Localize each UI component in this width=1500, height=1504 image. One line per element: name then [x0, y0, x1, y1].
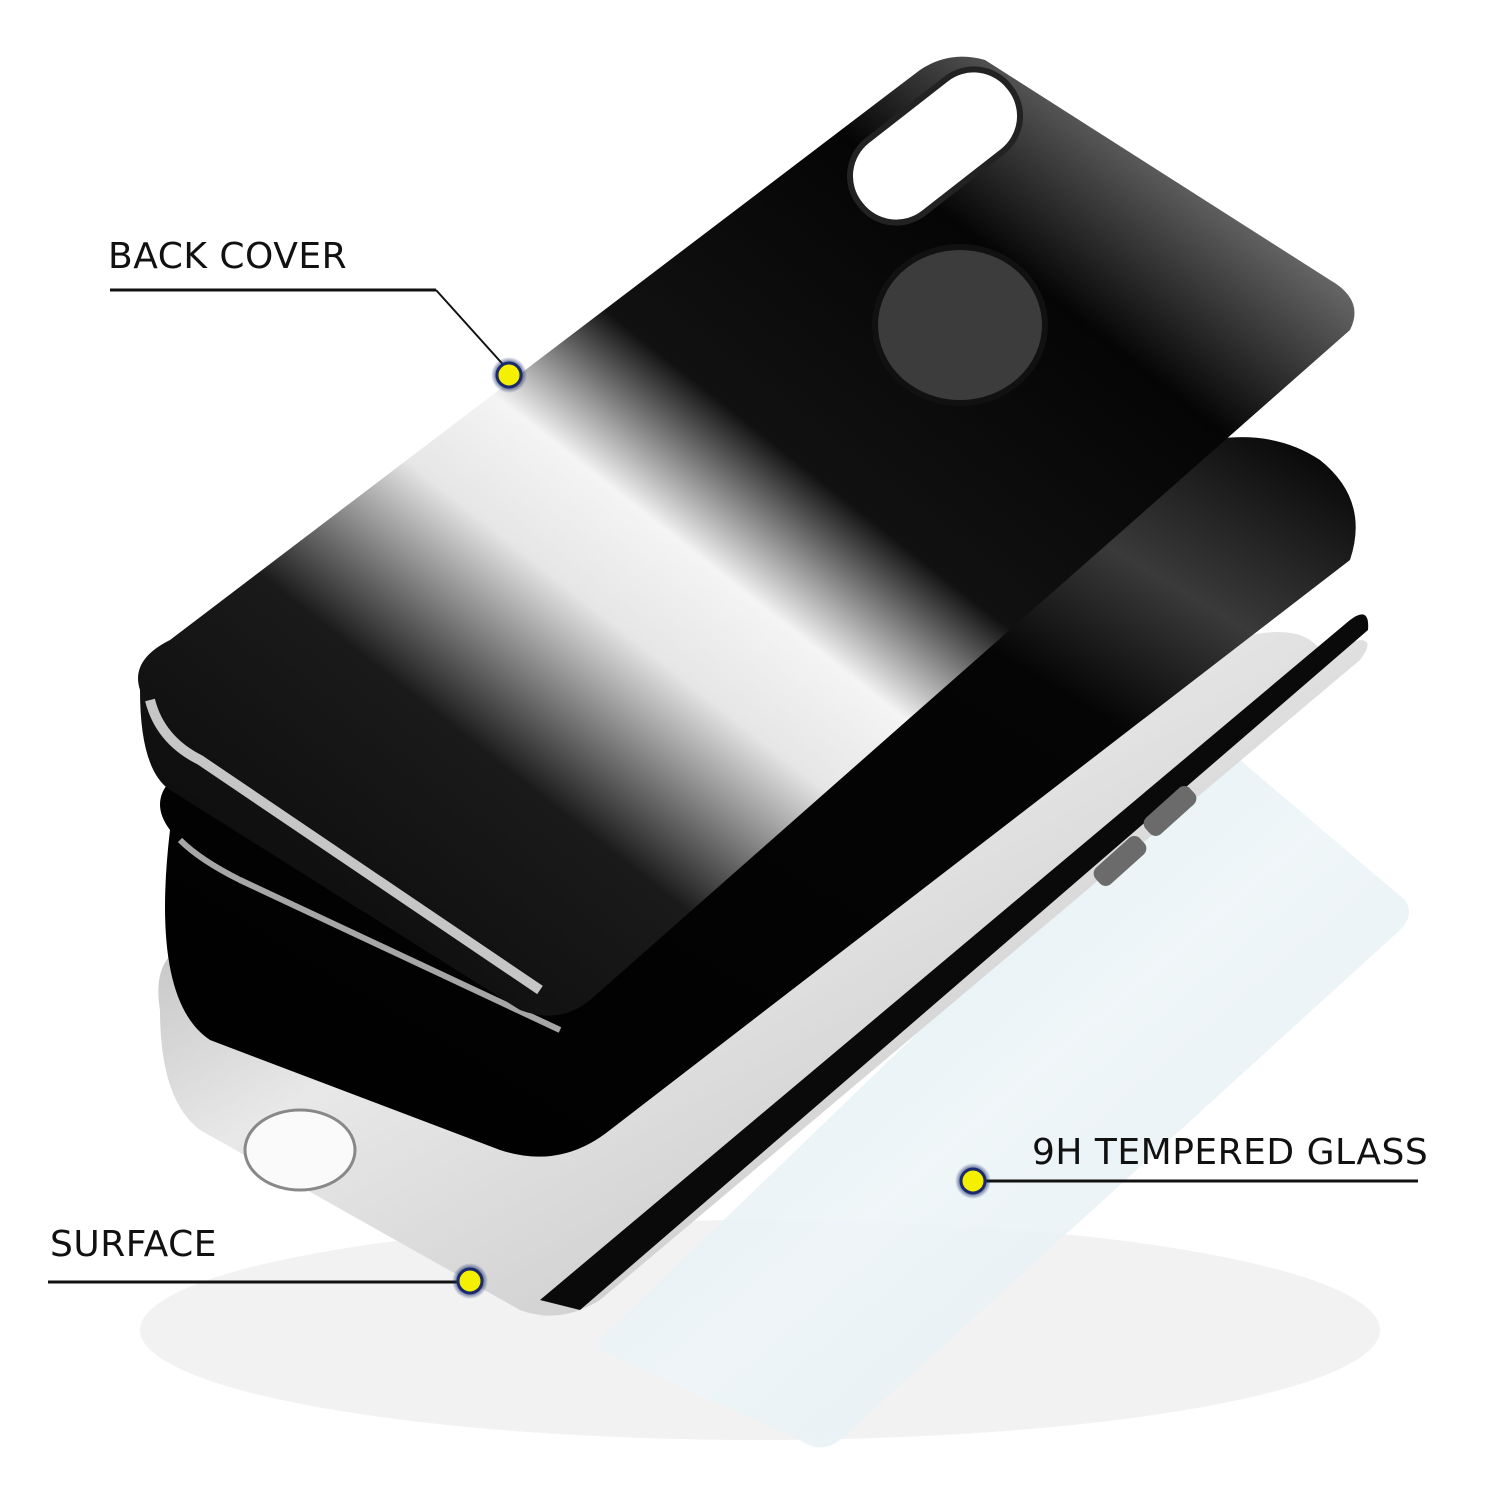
marker-dot-icon [959, 1167, 987, 1195]
camera-cutout [846, 66, 1024, 226]
volume-button [1143, 786, 1197, 836]
back-cover-layer [138, 56, 1355, 1016]
logo-cutout [872, 244, 1048, 406]
label-surface: SURFACE [50, 1224, 217, 1265]
marker-dot-icon [456, 1267, 484, 1295]
tempered-glass-layer [598, 750, 1409, 1448]
callout-surface [48, 1263, 488, 1299]
home-button-cutout [243, 1108, 357, 1192]
callout-back-cover [110, 288, 527, 393]
marker-dot-icon [495, 361, 523, 389]
volume-button [1093, 836, 1147, 886]
callout-tempered-glass [955, 1163, 1418, 1199]
label-tempered-glass: 9H TEMPERED GLASS [1032, 1132, 1429, 1173]
label-back-cover: BACK COVER [108, 236, 348, 277]
